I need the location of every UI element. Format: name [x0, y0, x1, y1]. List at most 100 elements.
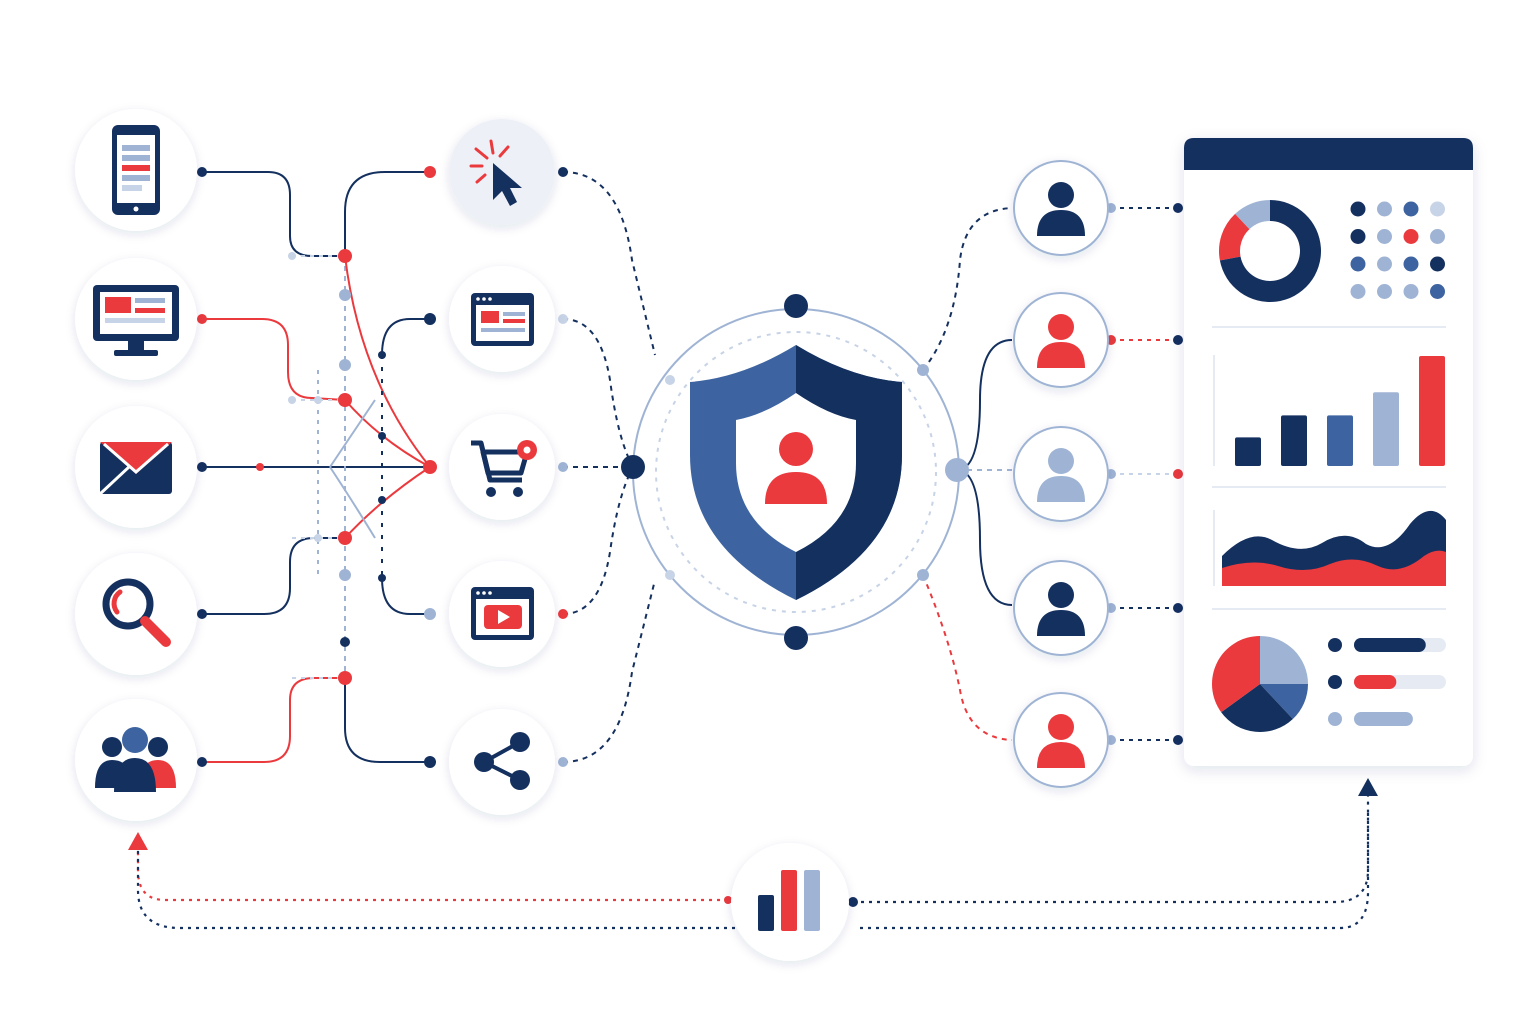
user-body — [1037, 476, 1085, 502]
grid-dot-4-4 — [1430, 284, 1445, 299]
connector-node-38 — [917, 569, 929, 581]
bar-chart — [1235, 356, 1445, 466]
user-body — [1037, 342, 1085, 368]
feedback-analytics-node[interactable] — [731, 843, 849, 961]
analytics-dashboard[interactable] — [1184, 138, 1473, 766]
browser-window-icon — [471, 293, 534, 346]
grid-dot-2-1 — [1350, 229, 1366, 244]
connector-node-22 — [378, 574, 386, 582]
loop-arrow-right — [1358, 778, 1378, 796]
legend-dot-2 — [1328, 675, 1342, 689]
dashboard-header-bar — [1184, 138, 1473, 170]
grid-dot-1-2 — [1377, 201, 1392, 217]
grid-dot-3-3 — [1403, 256, 1419, 272]
envelope-icon — [98, 442, 172, 496]
central-hub[interactable] — [672, 345, 920, 600]
donut-segment-1 — [1219, 213, 1250, 261]
bar-4 — [1373, 392, 1399, 466]
legend-dot-1 — [1328, 638, 1342, 652]
source-connector-lines — [202, 171, 431, 763]
touchpoint-web[interactable] — [449, 266, 555, 372]
connector-node-16 — [423, 460, 437, 474]
user-body — [1037, 210, 1085, 236]
grid-dot-3-2 — [1377, 256, 1392, 272]
profile-5[interactable] — [1013, 692, 1109, 788]
connector-node-39 — [665, 375, 675, 385]
legend-bar-2 — [1354, 675, 1397, 689]
donut-chart — [1219, 200, 1321, 303]
user-head — [1048, 448, 1074, 474]
user-icon — [1037, 314, 1085, 368]
profile-2[interactable] — [1013, 292, 1109, 388]
source-channels — [75, 109, 197, 821]
source-search[interactable] — [75, 553, 197, 675]
connector-node-5 — [197, 757, 207, 767]
connector-node-51 — [848, 897, 858, 907]
profile-3[interactable] — [1013, 426, 1109, 522]
user-icon — [1037, 714, 1085, 768]
grid-dot-2-2 — [1377, 229, 1392, 244]
user-head — [1048, 182, 1074, 208]
source-desktop[interactable] — [75, 258, 197, 380]
legend-bars — [1328, 638, 1446, 726]
connector-node-28 — [558, 167, 568, 177]
user-head — [1048, 314, 1074, 340]
connector-node-47 — [1173, 335, 1183, 345]
connector-node-10 — [338, 531, 352, 545]
connector-node-14 — [424, 166, 436, 178]
connector-node-37 — [917, 364, 929, 376]
area-series-red — [1222, 550, 1446, 586]
grid-dot-4-3 — [1403, 284, 1419, 299]
source-email[interactable] — [75, 406, 197, 528]
connector-node-4 — [197, 609, 207, 619]
user-icon — [1037, 448, 1085, 502]
touchpoint-share[interactable] — [449, 709, 555, 815]
dot-grid — [1350, 201, 1445, 299]
connector-node-27 — [256, 463, 264, 471]
connector-node-24 — [314, 534, 322, 542]
cursor-click-icon — [469, 139, 522, 206]
user-body — [1037, 610, 1085, 636]
touchpoint-cart[interactable] — [449, 414, 555, 520]
connector-node-20 — [378, 432, 386, 440]
connector-node-29 — [558, 314, 568, 324]
connector-node-2 — [197, 314, 207, 324]
grid-dot-2-4 — [1430, 229, 1445, 244]
source-mobile[interactable] — [75, 109, 197, 231]
mobile-phone-icon — [112, 125, 160, 215]
grid-dot-1-4 — [1430, 201, 1445, 217]
bar-chart-icon — [758, 870, 820, 931]
touchpoint-click[interactable] — [449, 119, 555, 225]
pie-slice-4 — [1212, 636, 1260, 713]
profile-1[interactable] — [1013, 160, 1109, 256]
connector-node-17 — [424, 608, 436, 620]
user-icon — [1037, 582, 1085, 636]
connector-node-18 — [424, 756, 436, 768]
magnifier-icon — [102, 578, 171, 647]
source-community[interactable] — [75, 699, 197, 821]
connector-node-52 — [724, 896, 732, 904]
touchpoint-video[interactable] — [449, 561, 555, 667]
connector-node-49 — [1173, 603, 1183, 613]
touchpoint-connector-lines — [562, 171, 656, 763]
profile-4[interactable] — [1013, 560, 1109, 656]
user-head — [1048, 582, 1074, 608]
connector-node-11 — [339, 569, 351, 581]
grid-dot-3-4 — [1430, 256, 1445, 272]
donut-segment-2 — [1235, 200, 1270, 230]
desktop-monitor-icon — [93, 285, 179, 356]
connector-node-25 — [288, 252, 296, 260]
pie-slice-2 — [1260, 684, 1308, 719]
pie-slice-3 — [1221, 684, 1293, 732]
connector-node-8 — [339, 359, 351, 371]
connector-node-1 — [197, 167, 207, 177]
connector-node-31 — [558, 609, 568, 619]
connector-node-7 — [339, 289, 351, 301]
user-head — [1048, 714, 1074, 740]
grid-dot-4-1 — [1350, 284, 1366, 299]
people-group-icon — [95, 727, 176, 792]
bar-1 — [1235, 437, 1261, 466]
connector-node-6 — [338, 249, 352, 263]
connector-node-21 — [378, 496, 386, 504]
